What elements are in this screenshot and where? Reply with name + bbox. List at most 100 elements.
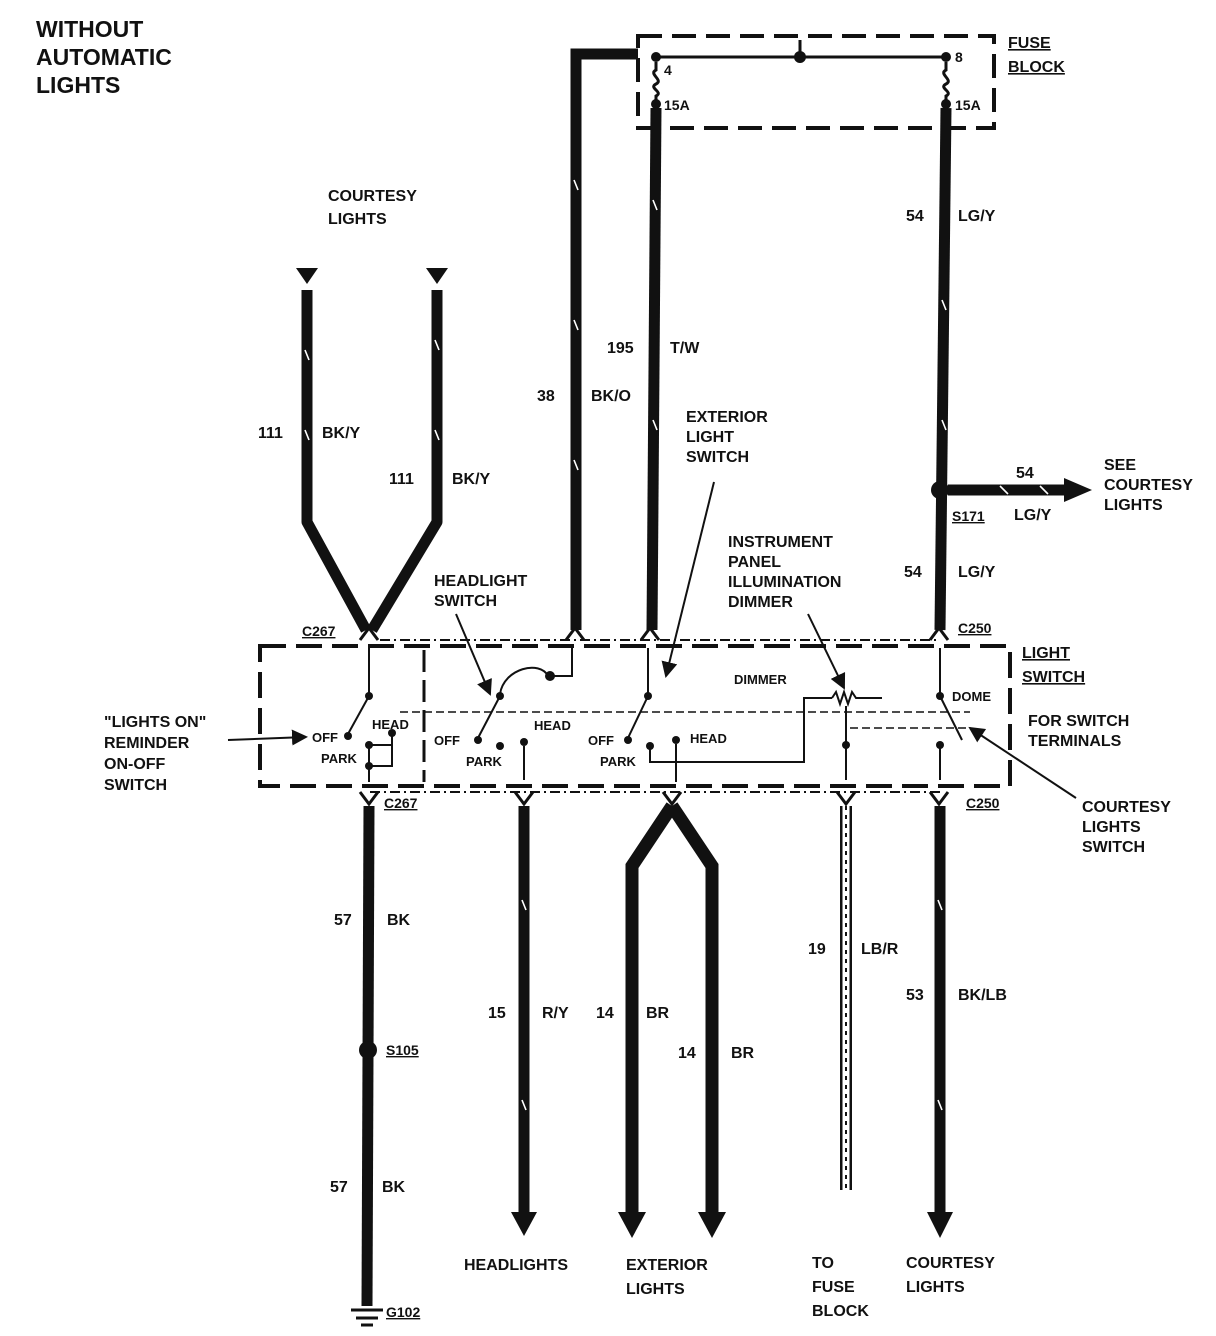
courtesy-input-arrow-right <box>426 268 448 284</box>
courtesy-lights-arrow <box>927 1212 953 1238</box>
fuse-block-label-2: BLOCK <box>1008 59 1065 76</box>
wire-15-color: R/Y <box>542 1005 569 1022</box>
wire-53-color: BK/LB <box>958 987 1007 1004</box>
dome-label: DOME <box>952 689 991 704</box>
headlight-off-contact <box>474 736 482 744</box>
fuse-block-label-1: FUSE <box>1008 35 1051 52</box>
headlight-switch-leader <box>455 613 492 696</box>
fuse-block: 4 15A 8 15A FUSE BLOCK <box>636 34 1065 130</box>
wire-57-lower-color: BK <box>382 1179 406 1196</box>
ip-dimmer-label-1: INSTRUMENT <box>728 534 833 551</box>
wire-53-circuit: 53 <box>906 987 924 1004</box>
for-switch-terminals-label-1: FOR SWITCH <box>1028 713 1129 730</box>
ground-symbol <box>351 1308 383 1327</box>
c267-top-label: C267 <box>302 623 336 639</box>
headlight-head-label: HEAD <box>534 718 571 733</box>
title-line-3: LIGHTS <box>36 72 120 98</box>
see-courtesy-label-3: LIGHTS <box>1104 497 1163 514</box>
exterior-off-label: OFF <box>588 733 614 748</box>
c267-top-terminal <box>358 625 380 641</box>
headlight-switch-label-2: SWITCH <box>434 593 497 610</box>
headlight-feed-jumper <box>499 666 549 695</box>
wire-15-circuit: 15 <box>488 1005 506 1022</box>
diagram-title: WITHOUT AUTOMATIC LIGHTS <box>36 16 172 98</box>
wire-54-group: 54 LG/Y 54 LG/Y S171 SEE COURTESY LIGHTS… <box>904 107 1193 641</box>
bottom-wires: C267 57 BK S105 57 BK G102 15 R/Y HEADLI… <box>330 791 1007 1327</box>
c250-bottom-label: C250 <box>966 795 1000 811</box>
to-fuse-block-label-1: TO <box>812 1255 834 1272</box>
courtesy-input-arrow-left <box>296 268 318 284</box>
exterior-head-label: HEAD <box>690 731 727 746</box>
wire-54-branch-color: LG/Y <box>1014 507 1052 524</box>
headlight-off-label: OFF <box>434 733 460 748</box>
fuse-8-bottom-terminal <box>941 99 951 109</box>
wire-19-circuit: 19 <box>808 941 826 958</box>
s105-splice <box>359 1041 377 1059</box>
wire-38-terminal <box>564 625 586 641</box>
wire-57-upper-color: BK <box>387 912 411 929</box>
headlight-feed <box>550 648 573 677</box>
reminder-off-label: OFF <box>312 730 338 745</box>
wire-14-right <box>666 802 719 1216</box>
fuse-8-symbol <box>942 62 950 104</box>
courtesy-lights-switch-label-3: SWITCH <box>1082 839 1145 856</box>
ip-dimmer-leader <box>807 613 846 690</box>
reminder-blade <box>347 695 370 735</box>
wire-111-right-circuit: 111 <box>389 471 414 488</box>
exterior-light-switch-leader <box>661 481 715 678</box>
exterior-lights-arrow-right <box>698 1212 726 1238</box>
headlight-switch-label-1: HEADLIGHT <box>434 573 528 590</box>
c267-bottom-label: C267 <box>384 795 418 811</box>
title-line-1: WITHOUT <box>36 16 143 42</box>
g102-label: G102 <box>386 1304 420 1320</box>
wire-54-top-circuit: 54 <box>906 208 924 225</box>
headlight-park-label: PARK <box>466 754 502 769</box>
courtesy-lights-top-label-2: LIGHTS <box>328 211 387 228</box>
headlights-label: HEADLIGHTS <box>464 1257 568 1274</box>
title-line-2: AUTOMATIC <box>36 44 172 70</box>
dome-blade <box>939 695 963 741</box>
wire-54-main <box>934 107 952 631</box>
wire-14-left <box>625 802 678 1216</box>
ip-dimmer-label-4: DIMMER <box>728 594 793 611</box>
wire-14-left-color: BR <box>646 1005 670 1022</box>
fuse-8-rating: 15A <box>955 97 981 113</box>
wire-54-terminal <box>928 625 950 641</box>
wire-54-lower-color: LG/Y <box>958 564 996 581</box>
exterior-head-contact <box>672 736 680 744</box>
reminder-return <box>368 745 393 767</box>
lights-on-reminder-label-4: SWITCH <box>104 777 167 794</box>
dimmer-node <box>842 741 850 749</box>
exterior-lights-label-1: EXTERIOR <box>626 1257 708 1274</box>
c267-bottom-terminal <box>358 791 380 807</box>
wire-57-lower-circuit: 57 <box>330 1179 348 1196</box>
fuse-bus-node <box>794 51 806 63</box>
s171-splice <box>931 481 949 499</box>
fuse-4-top-terminal <box>651 52 661 62</box>
light-switch-outline <box>258 644 1012 788</box>
wire-53-terminal <box>928 791 950 807</box>
to-fuse-block-label-2: FUSE <box>812 1279 855 1296</box>
wire-195-circuit: 195 <box>607 340 634 357</box>
exterior-light-switch-label-3: SWITCH <box>686 449 749 466</box>
fuse-8-top-terminal <box>941 52 951 62</box>
courtesy-lights-label-1: COURTESY <box>906 1255 995 1272</box>
exterior-jumper <box>649 744 677 763</box>
wire-195-group: 195 T/W <box>607 107 700 641</box>
reminder-park-label: PARK <box>321 751 357 766</box>
lights-on-reminder-label-1: "LIGHTS ON" <box>104 714 206 731</box>
to-fuse-block-label-3: BLOCK <box>812 1303 869 1320</box>
wire-57-upper-circuit: 57 <box>334 912 352 929</box>
fuse-8-number: 8 <box>955 49 963 65</box>
ip-dimmer-label-3: ILLUMINATION <box>728 574 841 591</box>
wire-111-left-color: BK/Y <box>322 425 361 442</box>
wire-111-right-color: BK/Y <box>452 471 491 488</box>
light-switch-label-1: LIGHT <box>1022 645 1070 662</box>
wire-15-terminal <box>513 791 535 807</box>
fuse-4-bottom-terminal <box>651 99 661 109</box>
light-switch-housing: LIGHT SWITCH <box>258 639 1085 793</box>
exterior-light-switch-label-2: LIGHT <box>686 429 734 446</box>
reminder-head-label: HEAD <box>372 717 409 732</box>
courtesy-lights-top-label-1: COURTESY <box>328 188 417 205</box>
